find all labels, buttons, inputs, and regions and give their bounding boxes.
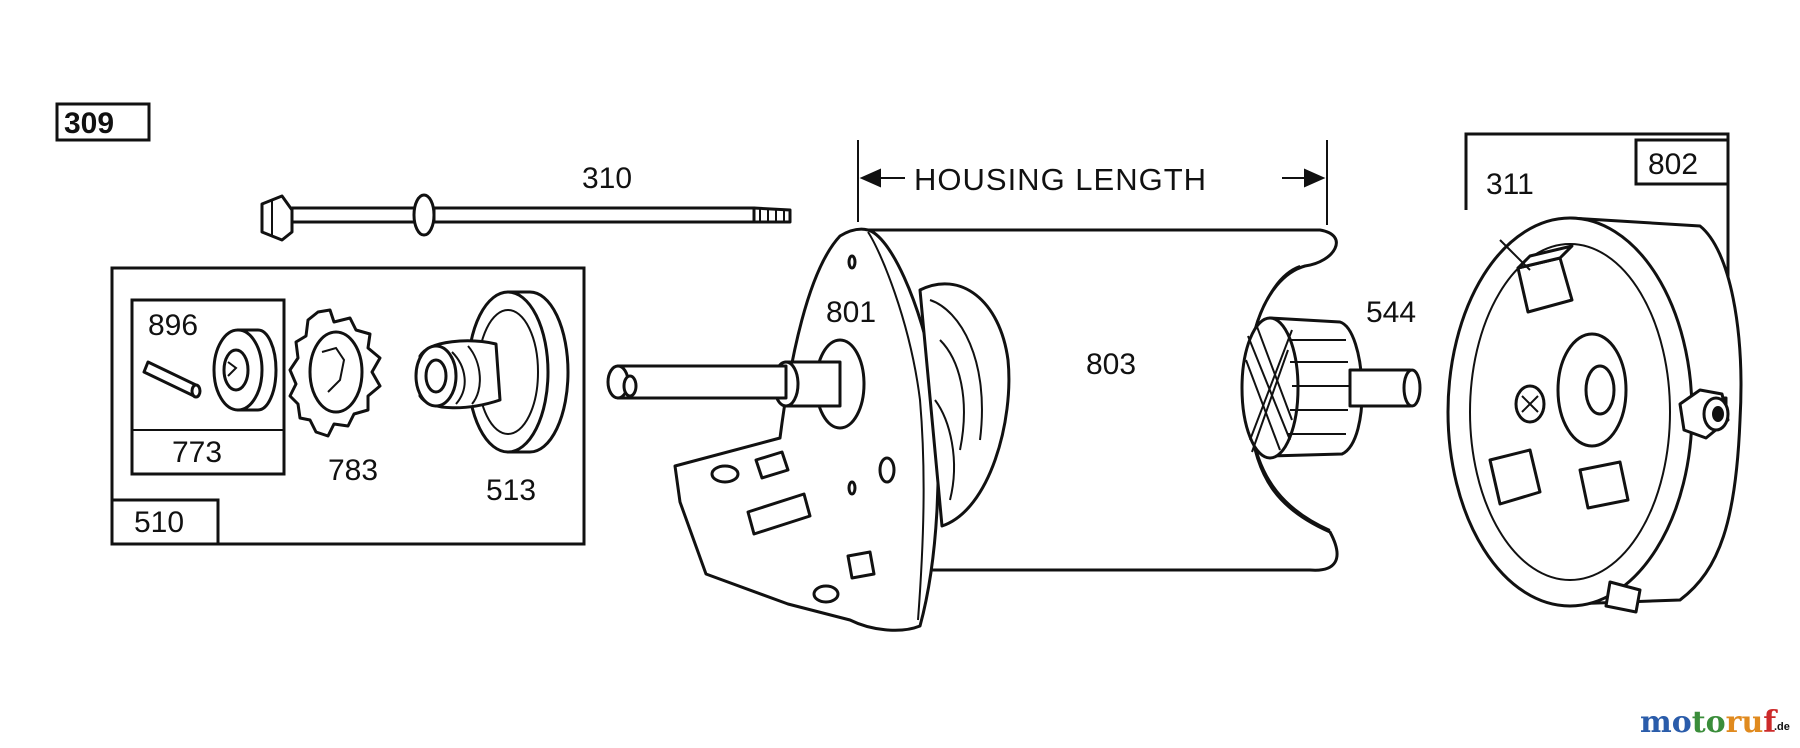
- label-309: 309: [64, 107, 114, 140]
- end-cap-802: [1446, 216, 1743, 614]
- label-box-309: [55, 102, 151, 142]
- gear-783: [288, 308, 382, 438]
- housing-length-dimension: [857, 140, 1328, 225]
- label-311: 311: [1486, 168, 1534, 201]
- end-plate-801: [606, 227, 1011, 632]
- watermark-suffix: .de: [1774, 721, 1790, 733]
- label-544: 544: [1366, 296, 1416, 329]
- housing-length-label: HOUSING LENGTH: [914, 162, 1207, 197]
- armature-544: [1240, 316, 1422, 460]
- assembly-box-510: [110, 266, 586, 546]
- label-783: 783: [328, 454, 378, 487]
- subassembly-box-773: [130, 298, 286, 476]
- label-box-510: [110, 498, 220, 546]
- label-310: 310: [582, 162, 632, 195]
- watermark-text: motoruf: [1640, 705, 1778, 740]
- collar-773: [212, 328, 278, 412]
- pin-896: [142, 360, 202, 399]
- watermark-logo: motoruf .de: [1640, 705, 1790, 740]
- label-773: 773: [172, 436, 222, 469]
- label-802: 802: [1648, 148, 1698, 181]
- label-513: 513: [486, 474, 536, 507]
- drive-513: [414, 290, 570, 454]
- label-803: 803: [1086, 348, 1136, 381]
- label-896: 896: [148, 309, 198, 342]
- label-510: 510: [134, 506, 184, 539]
- through-bolt: [260, 193, 792, 242]
- label-801: 801: [826, 296, 876, 329]
- end-cap-box-802: [1464, 132, 1730, 314]
